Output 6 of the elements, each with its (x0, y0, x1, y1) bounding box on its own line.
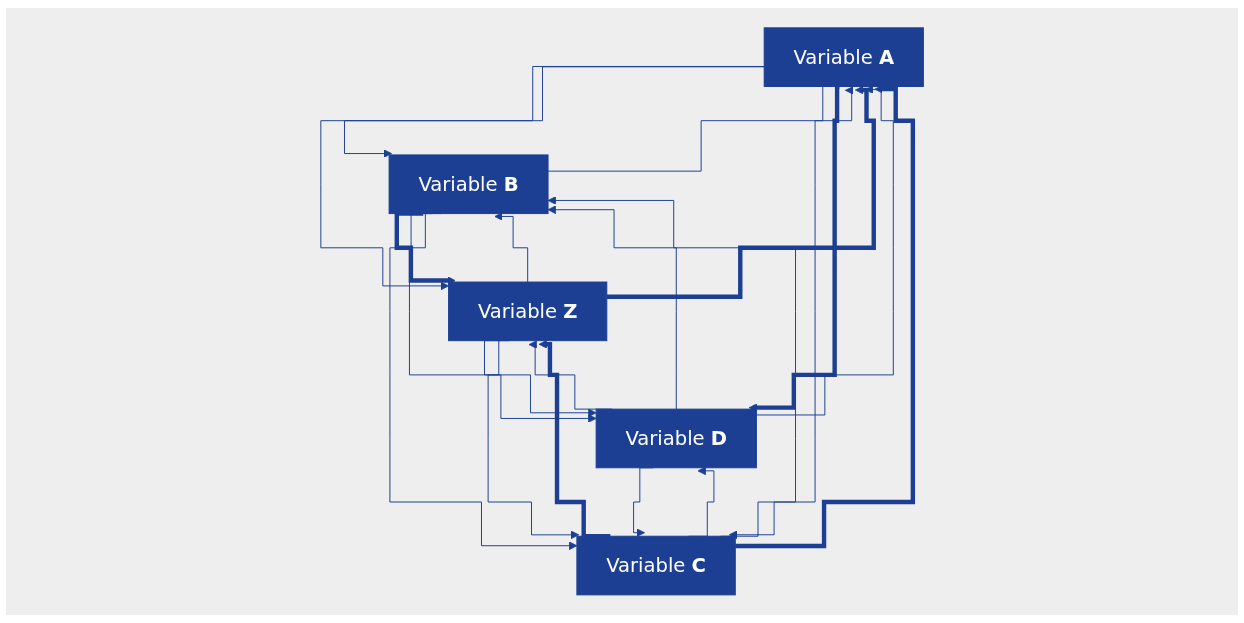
node-box: Variable A (763, 27, 924, 88)
node-box: Variable C (576, 535, 736, 596)
node-box: Variable B (388, 154, 549, 215)
arrow (606, 85, 876, 300)
node-box: Variable Z (447, 281, 608, 342)
node-box: Variable D (595, 408, 757, 469)
